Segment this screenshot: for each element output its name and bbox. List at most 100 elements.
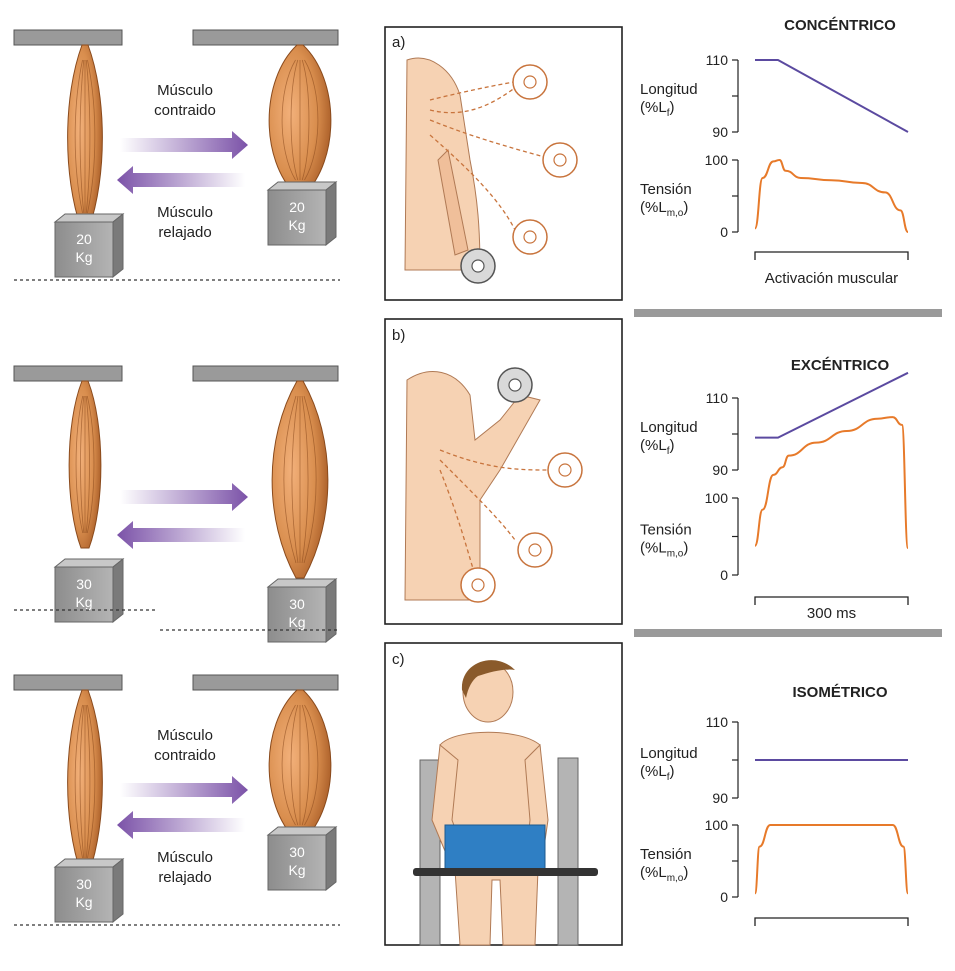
weight-value: 30	[76, 576, 92, 592]
weight-unit: Kg	[288, 862, 305, 878]
muscle-fiber	[85, 395, 90, 534]
ceiling-plate-left	[13, 365, 123, 382]
length-unit: (%Lf)	[640, 437, 674, 457]
muscle-fiber	[74, 59, 83, 214]
tension-tick-label: 100	[705, 817, 729, 833]
muscle-fiber	[85, 59, 91, 214]
weight-block-right	[267, 586, 327, 643]
label-relaxed-1: Músculo	[157, 849, 213, 866]
ceiling-plate-right	[192, 674, 339, 691]
tension-label: Tensión	[640, 522, 692, 539]
rack-right	[557, 757, 579, 946]
weight-value: 20	[289, 199, 305, 215]
muscle-fiber	[79, 59, 85, 214]
tension-unit: (%Lm,o)	[640, 199, 688, 219]
weight-block-top	[266, 181, 338, 191]
length-series-line	[755, 59, 909, 133]
weight-block-top	[266, 578, 338, 588]
muscle-fiber	[85, 704, 91, 859]
arm-curl-illustration	[404, 57, 578, 284]
isometric-person-illustration	[413, 660, 598, 946]
ceiling-plate-right	[192, 365, 339, 382]
length-label: Longitud	[640, 81, 698, 98]
mode-title: CONCÉNTRICO	[784, 17, 896, 34]
hair	[461, 660, 515, 698]
weight-value: 30	[76, 876, 92, 892]
muscle-fiber	[80, 395, 85, 534]
weight-value: 30	[289, 596, 305, 612]
weight-block-top	[53, 558, 125, 568]
weight-block-side	[325, 577, 337, 644]
arrow-right	[120, 776, 248, 804]
barbell	[413, 868, 598, 876]
weight-block-left	[54, 221, 114, 278]
label-relaxed-2: relajado	[158, 869, 211, 886]
label-relaxed-1: Músculo	[157, 204, 213, 221]
weight-unit: Kg	[75, 894, 92, 910]
graph-3: ISOMÉTRICO110901000Longitud(%Lf)Tensión(…	[640, 684, 909, 926]
arrow-right	[120, 483, 248, 511]
weight-block-right	[267, 834, 327, 891]
tension-tick-label: 0	[720, 567, 728, 583]
length-label: Longitud	[640, 745, 698, 762]
muscle-fiber	[283, 395, 297, 564]
mode-title: EXCÉNTRICO	[791, 357, 890, 374]
tension-tick-label: 100	[705, 490, 729, 506]
length-series-line	[755, 371, 909, 439]
length-unit: (%Lf)	[640, 763, 674, 783]
weight-block-left	[54, 566, 114, 623]
label-relaxed-2: relajado	[158, 224, 211, 241]
length-tick-label: 110	[706, 52, 729, 68]
bracket-label: Activación muscular	[765, 270, 898, 287]
weight-block-top	[266, 826, 338, 836]
tension-series-line	[754, 416, 909, 549]
weight-block-top	[53, 213, 125, 223]
weight-block-side	[325, 180, 337, 247]
weight-block-side	[325, 825, 337, 892]
arrow-right	[120, 131, 248, 159]
dumbbell-icon	[460, 367, 583, 603]
muscle-fiber	[74, 704, 83, 859]
panel-a: a) b)	[384, 26, 623, 946]
weight-block-side	[112, 212, 124, 279]
muscle-fiber	[290, 59, 299, 181]
muscle-fiber	[301, 704, 310, 826]
weight-block-top	[53, 858, 125, 868]
tension-unit: (%Lm,o)	[640, 864, 688, 884]
weight-value: 20	[76, 231, 92, 247]
label-contracted-1: Músculo	[157, 82, 213, 99]
panel-b-letter: b)	[392, 327, 405, 344]
weight-unit: Kg	[288, 614, 305, 630]
panel-a-letter: a)	[392, 34, 405, 51]
tension-series-line	[754, 823, 909, 895]
weight-value: 30	[289, 844, 305, 860]
muscle-fiber	[291, 395, 299, 564]
legs	[454, 869, 539, 946]
muscle-fiber	[301, 395, 309, 564]
tension-label: Tensión	[640, 181, 692, 198]
time-bracket	[754, 917, 909, 926]
muscle-fiber	[79, 704, 85, 859]
muscle-fiber	[301, 59, 310, 181]
length-tick-label: 90	[712, 124, 728, 140]
bracket-label: 300 ms	[807, 605, 856, 622]
length-unit: (%Lf)	[640, 99, 674, 119]
length-tick-label: 110	[706, 390, 729, 406]
muscle-fiber	[87, 704, 96, 859]
weight-block-side	[112, 857, 124, 924]
tension-label: Tensión	[640, 846, 692, 863]
tension-tick-label: 0	[720, 889, 728, 905]
length-tick-label: 90	[712, 462, 728, 478]
tension-unit: (%Lm,o)	[640, 540, 688, 560]
label-contracted-2: contraido	[154, 102, 216, 119]
arm-lowering-illustration	[404, 367, 583, 603]
label-contracted-2: contraido	[154, 747, 216, 764]
arrow-left	[117, 166, 245, 194]
muscle-fiber	[281, 59, 296, 181]
ceiling-plate-left	[13, 29, 123, 46]
weight-unit: Kg	[75, 249, 92, 265]
dumbbell-icon	[460, 64, 578, 284]
